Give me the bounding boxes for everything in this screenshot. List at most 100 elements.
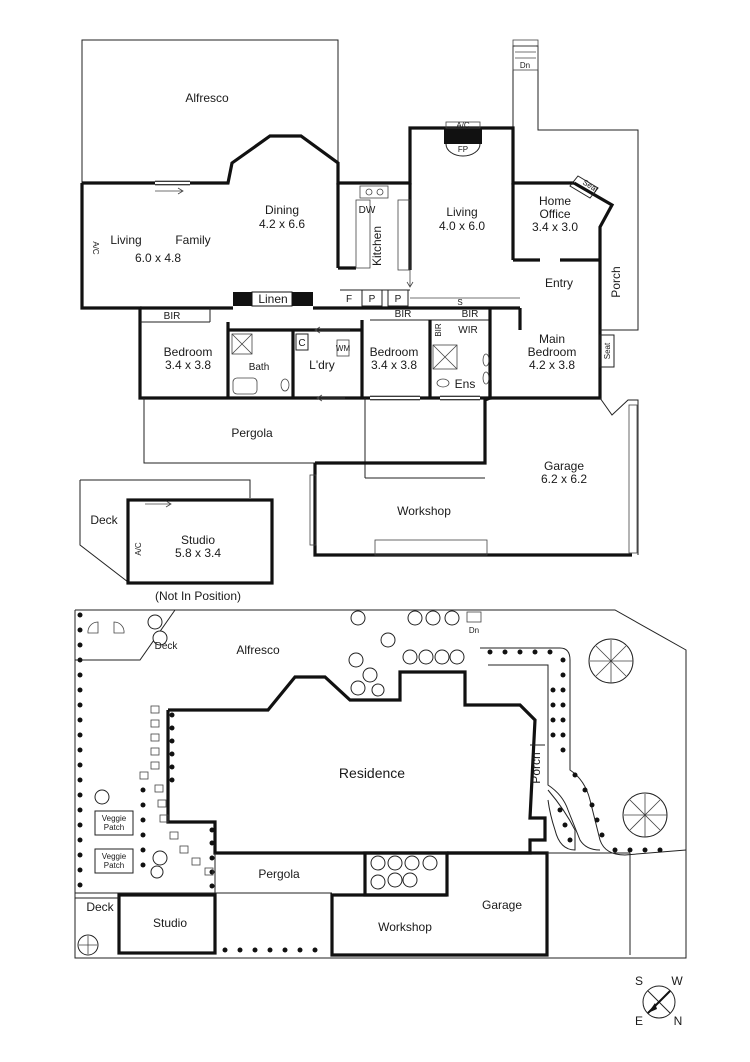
wm-label: WM bbox=[336, 344, 351, 353]
kitchen-label: Kitchen bbox=[370, 226, 384, 266]
site-garage bbox=[330, 851, 549, 957]
garage-east bbox=[599, 397, 639, 555]
tree-icon bbox=[77, 934, 99, 956]
site-workshop-label: Workshop bbox=[378, 920, 432, 934]
bir-left-label: BIR bbox=[164, 311, 181, 322]
deck-top bbox=[75, 609, 176, 661]
site-studio bbox=[117, 893, 217, 955]
not-in-position-label: (Not In Position) bbox=[155, 589, 241, 603]
toilet-bath bbox=[280, 378, 290, 392]
f-label: F bbox=[346, 294, 352, 305]
bedroom1-size: 3.4 x 3.8 bbox=[165, 358, 211, 372]
ensuite-shower bbox=[432, 344, 458, 370]
alfresco-label: Alfresco bbox=[185, 91, 229, 105]
workshop-label: Workshop bbox=[397, 504, 451, 518]
cupboard-c bbox=[295, 333, 309, 351]
house-east-wall bbox=[490, 181, 615, 400]
porch-outline bbox=[600, 318, 639, 331]
laundry-label: L'dry bbox=[309, 358, 335, 372]
bath-label: Bath bbox=[249, 362, 270, 373]
alfresco-outline bbox=[81, 39, 339, 183]
upper-floor-plan: Alfresco Living Family 6.0 x 4.8 Dining … bbox=[79, 39, 639, 603]
garden-path bbox=[480, 647, 687, 856]
veggie-patch-1 bbox=[94, 810, 134, 836]
studio-walls bbox=[126, 498, 274, 585]
compass-n: N bbox=[674, 1014, 683, 1028]
veggie1-line2: Patch bbox=[104, 823, 124, 832]
ac-west-label: A/C bbox=[91, 241, 100, 255]
ens-label: Ens bbox=[455, 377, 476, 391]
house-north-wall bbox=[82, 126, 574, 185]
pantry-1 bbox=[361, 289, 383, 307]
studio-size: 5.8 x 3.4 bbox=[175, 546, 221, 560]
veggie2-line1: Veggie bbox=[102, 852, 127, 861]
kitchen-bench bbox=[355, 199, 371, 269]
home-office-line1: Home bbox=[539, 194, 571, 208]
bir-mid-label: BIR bbox=[395, 309, 412, 320]
main-bedroom-line2: Bedroom bbox=[528, 345, 577, 359]
seat-home-office bbox=[569, 175, 599, 199]
living2-label: Living bbox=[446, 205, 477, 219]
bir-vertical-label: BIR bbox=[434, 323, 443, 337]
site-deck-bottom-label: Deck bbox=[86, 900, 114, 914]
stairs bbox=[512, 39, 539, 71]
shower bbox=[231, 333, 253, 355]
residence-outline bbox=[166, 670, 547, 855]
entry-label: Entry bbox=[545, 276, 573, 290]
shrub-cluster-west bbox=[94, 614, 168, 879]
pergola-outline bbox=[143, 398, 365, 464]
c-label: C bbox=[298, 338, 305, 349]
bir-right-label: BIR bbox=[462, 309, 479, 320]
fireplace-hearth bbox=[445, 143, 481, 157]
kitchen-sink bbox=[359, 185, 389, 199]
toilet-ensuite bbox=[436, 378, 450, 388]
site-plan: Deck Alfresco Dn Residence Porch Veggie … bbox=[74, 609, 687, 959]
site-deck-top-label: Deck bbox=[155, 641, 179, 652]
property-boundary bbox=[74, 609, 687, 959]
site-garage-label: Garage bbox=[482, 898, 522, 912]
p2-label: P bbox=[395, 294, 402, 305]
wir-label: WIR bbox=[458, 325, 477, 336]
shrub-cluster-pergola bbox=[370, 855, 438, 890]
compass-w: W bbox=[671, 974, 683, 988]
pantry-2 bbox=[387, 289, 409, 307]
dw-label: DW bbox=[359, 205, 376, 216]
living2-size: 4.0 x 6.0 bbox=[439, 219, 485, 233]
washing-machine bbox=[336, 339, 350, 357]
dining-label: Dining bbox=[265, 203, 299, 217]
veggie2-line2: Patch bbox=[104, 861, 124, 870]
bedroom2-size: 3.4 x 3.8 bbox=[371, 358, 417, 372]
garage-size: 6.2 x 6.2 bbox=[541, 472, 587, 486]
bedroom1-label: Bedroom bbox=[164, 345, 213, 359]
main-bedroom-line1: Main bbox=[539, 332, 565, 346]
seat-main-bedroom bbox=[599, 334, 615, 368]
s-label: S bbox=[457, 298, 462, 307]
compass-e: E bbox=[635, 1014, 643, 1028]
ac-studio-label: A/C bbox=[134, 542, 143, 556]
veggie-patch-2 bbox=[94, 848, 134, 874]
ac-unit-living bbox=[445, 121, 481, 129]
family-label: Family bbox=[175, 233, 210, 247]
seat-main-label: Seat bbox=[603, 342, 612, 359]
bedroom2-label: Bedroom bbox=[370, 345, 419, 359]
compass-s: S bbox=[635, 974, 643, 988]
pergola-label: Pergola bbox=[231, 426, 273, 440]
site-porch-label: Porch bbox=[529, 752, 543, 783]
porch-label: Porch bbox=[609, 266, 623, 297]
tree-icon bbox=[588, 638, 634, 684]
site-residence-label: Residence bbox=[339, 765, 405, 781]
site-alfresco-label: Alfresco bbox=[236, 643, 280, 657]
home-office-line2: Office bbox=[539, 207, 570, 221]
garage-label: Garage bbox=[544, 459, 584, 473]
living-label: Living bbox=[110, 233, 141, 247]
ac-label: A/C bbox=[456, 121, 470, 130]
bath-tub bbox=[232, 377, 258, 395]
stepping-stones bbox=[139, 705, 214, 876]
main-bedroom-size: 4.2 x 3.8 bbox=[529, 358, 575, 372]
site-dn-label: Dn bbox=[469, 626, 479, 635]
workshop-north-wall bbox=[315, 396, 491, 465]
workshop-south-west bbox=[313, 463, 632, 557]
dn-label: Dn bbox=[520, 61, 530, 70]
workshop-bench bbox=[374, 539, 488, 556]
